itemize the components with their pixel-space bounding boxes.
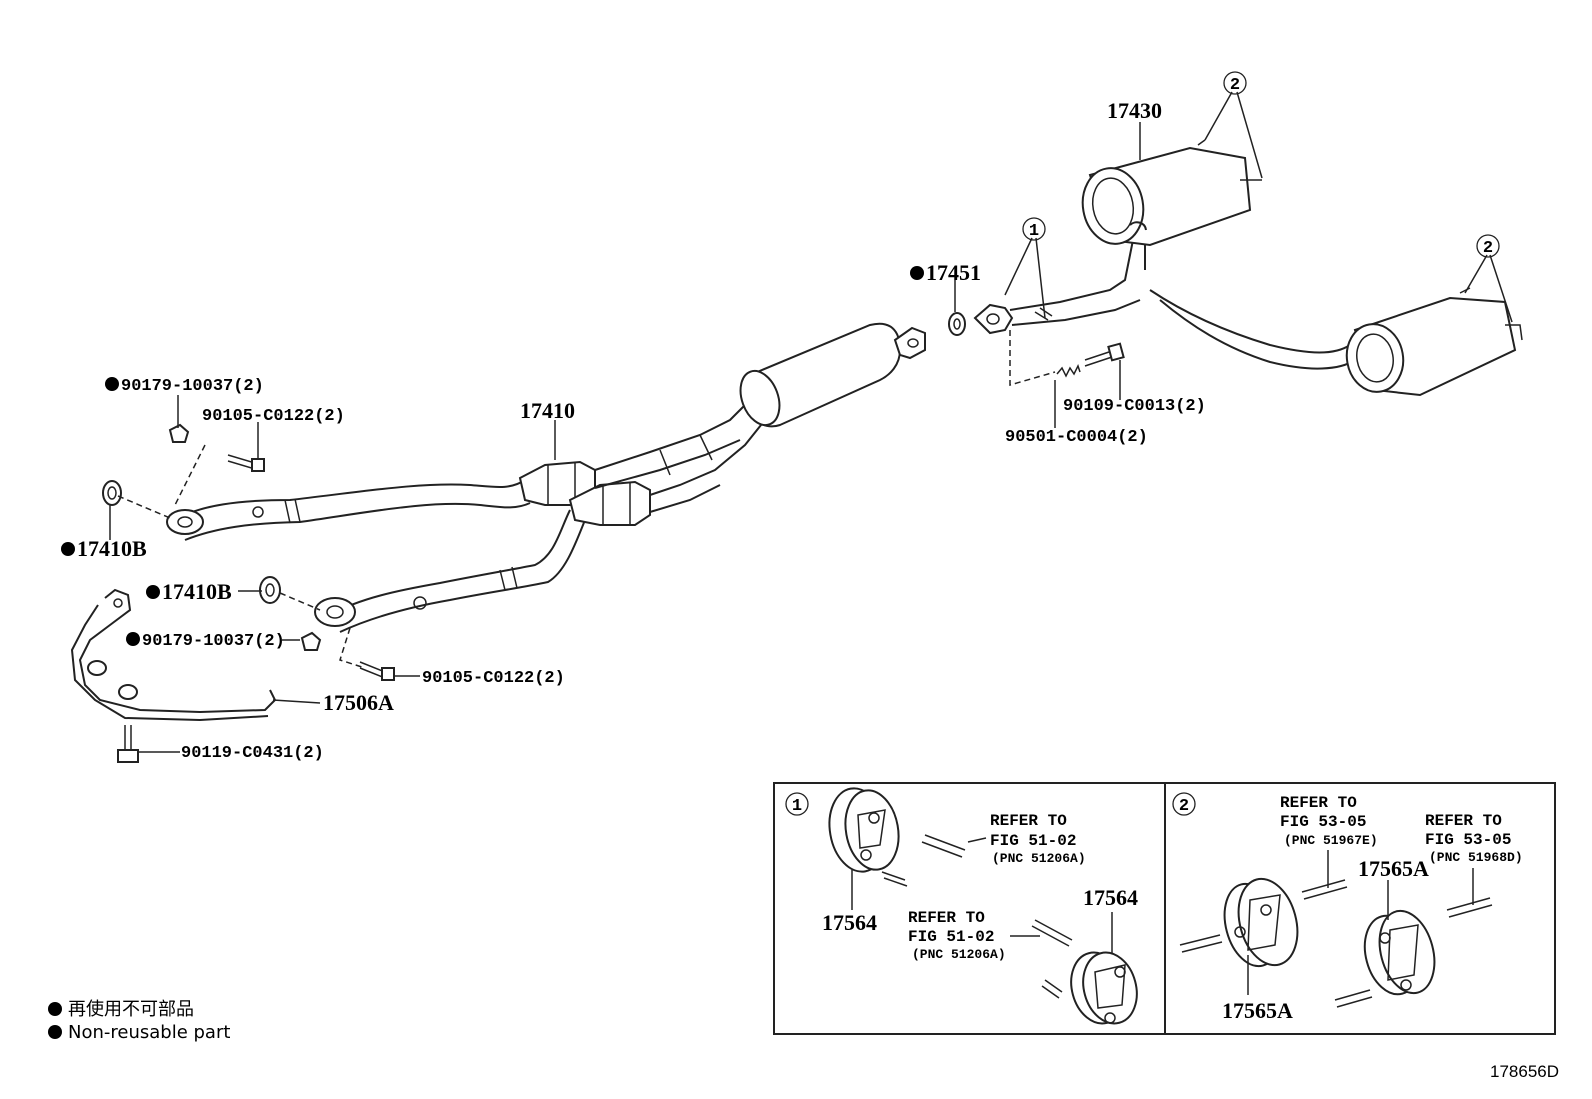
detail-1-refer-b-line3: (PNC 51206A) xyxy=(912,947,1006,962)
label-17430: 17430 xyxy=(1107,98,1162,123)
leader-dash-lower-2 xyxy=(339,627,366,669)
detail-1-refer-b-line2: FIG 51-02 xyxy=(908,928,994,946)
nut-90179-upper xyxy=(168,423,190,443)
detail-1-refer-b-line1: REFER TO xyxy=(908,909,985,927)
detail-2-number: 2 xyxy=(1179,797,1189,816)
front-pipe-lower xyxy=(314,509,586,633)
gasket-17410b-upper xyxy=(102,480,122,506)
leader-dash-lower xyxy=(279,592,321,611)
bolt-90105-lower xyxy=(359,661,395,681)
label-17451: 17451 xyxy=(926,260,981,285)
rear-muffler-lower xyxy=(1345,287,1523,397)
leader-dash-upper xyxy=(174,444,206,506)
detail-2-part-b: 17565A xyxy=(1358,856,1429,881)
y-joint-pipes xyxy=(594,399,766,513)
svg-text:2: 2 xyxy=(1230,76,1240,95)
legend-en: Non-reusable part xyxy=(68,1022,230,1043)
figure-id: 178656D xyxy=(1490,1062,1559,1081)
spring-90501 xyxy=(1056,364,1081,378)
detail-1-refer-a-line1: REFER TO xyxy=(990,812,1067,830)
detail-2-refer-a-line3: (PNC 51967E) xyxy=(1284,833,1378,848)
center-muffler xyxy=(739,322,926,428)
label-17410b-upper: 17410B xyxy=(77,536,147,561)
rear-muffler-upper xyxy=(1081,139,1262,247)
legend-dot-jp xyxy=(48,1002,62,1016)
label-90501: 90501-C0004(2) xyxy=(1005,428,1148,447)
label-90109: 90109-C0013(2) xyxy=(1063,397,1206,416)
detail-box-1: 1 REFER TO FIG 51-02 (PNC 51206A) 17564 … xyxy=(773,782,1166,1035)
bolt-90105-upper xyxy=(227,454,265,472)
leader-lines xyxy=(109,91,1513,753)
svg-text:1: 1 xyxy=(1029,222,1039,241)
front-pipe-upper xyxy=(166,479,531,541)
detail-2-refer-a-line1: REFER TO xyxy=(1280,794,1357,812)
bracket-17506a xyxy=(70,588,277,722)
legend-dot-en xyxy=(48,1025,62,1039)
non-reusable-dot xyxy=(910,266,924,280)
label-17506a: 17506A xyxy=(323,690,394,715)
non-reusable-dot xyxy=(126,632,140,646)
gasket-17451 xyxy=(948,312,966,336)
detail-2-part-a: 17565A xyxy=(1222,998,1293,1023)
detail-box-2: 2 REFER TO FIG 53-05 (PNC 51967E) REFER … xyxy=(1164,782,1556,1035)
label-17410b-lower: 17410B xyxy=(162,579,232,604)
label-17410: 17410 xyxy=(520,398,575,423)
detail-1-number: 1 xyxy=(792,797,802,816)
svg-text:2: 2 xyxy=(1483,239,1493,258)
leader-dash-upper-2 xyxy=(117,495,171,519)
detail-1-part-b: 17564 xyxy=(1083,885,1138,910)
callout-1: 1 xyxy=(1022,217,1046,241)
catalytic-converter-upper xyxy=(518,460,596,506)
detail-1-refer-a-line2: FIG 51-02 xyxy=(990,832,1076,850)
detail-1-refer-a-line3: (PNC 51206A) xyxy=(992,851,1086,866)
detail-2-refer-b-line2: FIG 53-05 xyxy=(1425,831,1511,849)
callout-2-upper: 2 xyxy=(1223,71,1247,95)
label-90179-lower: 90179-10037(2) xyxy=(142,632,285,651)
label-90119: 90119-C0431(2) xyxy=(181,744,324,763)
detail-2-refer-b-line3: (PNC 51968D) xyxy=(1429,850,1523,865)
bolt-90119 xyxy=(117,725,139,763)
rear-pipe xyxy=(973,224,1356,386)
callout-2-lower: 2 xyxy=(1476,234,1500,258)
label-90179-upper: 90179-10037(2) xyxy=(121,377,264,396)
legend-jp: 再使用不可部品 xyxy=(68,999,194,1020)
non-reusable-dot xyxy=(61,542,75,556)
detail-1-part-a: 17564 xyxy=(822,910,877,935)
non-reusable-dot xyxy=(105,377,119,391)
label-90105-lower: 90105-C0122(2) xyxy=(422,669,565,688)
gasket-17410b-lower xyxy=(259,576,281,604)
nut-90179-lower xyxy=(300,631,322,651)
detail-2-refer-a-line2: FIG 53-05 xyxy=(1280,813,1366,831)
detail-2-refer-b-line1: REFER TO xyxy=(1425,812,1502,830)
legend: 再使用不可部品 Non-reusable part xyxy=(48,999,230,1043)
label-90105-upper: 90105-C0122(2) xyxy=(202,407,345,426)
bolt-90109 xyxy=(1084,342,1125,367)
non-reusable-dot xyxy=(146,585,160,599)
